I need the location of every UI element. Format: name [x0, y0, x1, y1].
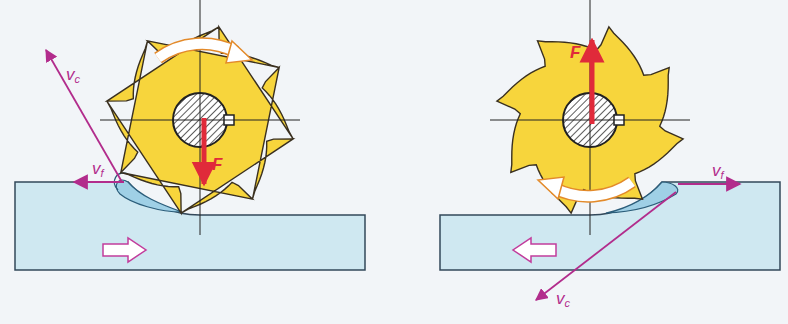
feed-speed-arrow	[678, 183, 740, 185]
centre-line	[100, 0, 690, 235]
feed-direction-arrow	[513, 238, 556, 262]
rotation-arrow	[226, 41, 252, 63]
workpiece	[15, 182, 365, 270]
cutting-speed-label: vc	[66, 66, 80, 85]
rotation-arrow	[554, 182, 632, 196]
feed-speed-arrow	[74, 181, 124, 183]
rotation-arrow	[538, 177, 564, 199]
rotation-arrow	[158, 44, 236, 58]
force-label: F	[212, 156, 222, 173]
workpiece	[440, 182, 780, 270]
rotation-arrow	[554, 182, 632, 196]
cutting-speed-arrow	[536, 192, 676, 300]
force-arrow	[202, 118, 207, 184]
feed-speed-label: vf	[92, 160, 104, 179]
force-label: F	[570, 44, 580, 61]
cutting-speed-arrow	[46, 50, 122, 182]
rotation-arrow	[158, 44, 236, 58]
feed-direction-arrow	[103, 238, 146, 262]
feed-speed-label: vf	[712, 162, 724, 181]
cutting-speed-label: vc	[556, 290, 570, 309]
force-arrow	[590, 40, 595, 124]
